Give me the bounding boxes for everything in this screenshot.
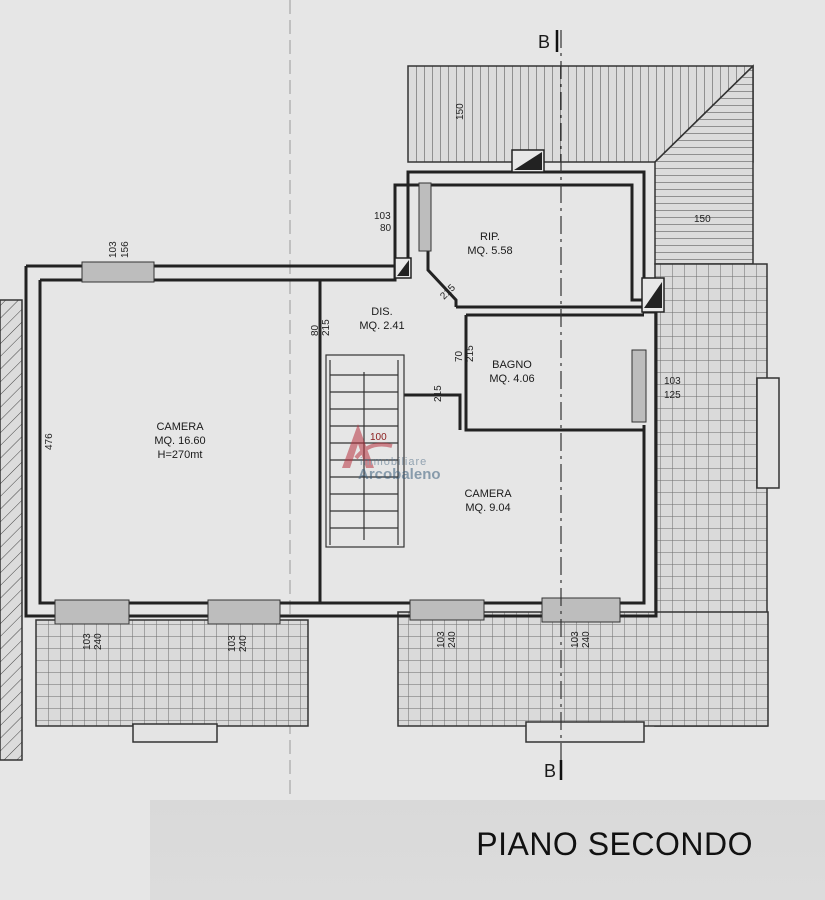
watermark-arc-icon <box>342 424 393 468</box>
room-bagno: BAGNO MQ. 4.06 <box>489 359 534 385</box>
terrace-bottom-right <box>397 611 769 727</box>
page-title: PIANO SECONDO <box>476 826 753 862</box>
svg-text:RIP.: RIP. <box>480 231 500 243</box>
planter-left <box>132 723 218 743</box>
svg-text:125: 125 <box>664 390 681 401</box>
svg-text:MQ. 2.41: MQ. 2.41 <box>359 320 404 332</box>
planter-right <box>525 721 645 743</box>
svg-text:476: 476 <box>44 433 55 450</box>
svg-text:MQ. 4.06: MQ. 4.06 <box>489 373 534 385</box>
svg-text:103: 103 <box>570 631 581 648</box>
svg-text:103: 103 <box>82 633 93 650</box>
svg-text:100: 100 <box>370 432 387 443</box>
section-marker-bottom: B <box>544 761 556 781</box>
dimension-labels: 103 156 103 80 103 125 150 150 80 215 70… <box>44 103 711 652</box>
terrace-bottom-left <box>35 619 309 727</box>
roof-upper <box>407 64 754 265</box>
svg-text:103: 103 <box>664 376 681 387</box>
room-camera-small: CAMERA MQ. 9.04 <box>464 488 512 514</box>
svg-text:215: 215 <box>465 345 476 362</box>
svg-text:CAMERA: CAMERA <box>156 421 204 433</box>
svg-text:215: 215 <box>433 385 444 402</box>
svg-text:240: 240 <box>581 631 592 648</box>
svg-text:BAGNO: BAGNO <box>492 359 532 371</box>
section-line <box>555 30 563 780</box>
section-marker-top: B <box>538 32 550 52</box>
svg-text:215: 215 <box>321 319 332 336</box>
svg-text:MQ. 5.58: MQ. 5.58 <box>467 245 512 257</box>
flue-icons <box>394 149 665 313</box>
watermark-line2: Arcobaleno <box>358 466 441 483</box>
svg-text:80: 80 <box>310 324 321 336</box>
room-rip: RIP. MQ. 5.58 <box>467 231 512 257</box>
svg-text:150: 150 <box>694 214 711 225</box>
svg-text:103: 103 <box>227 635 238 652</box>
room-camera-large: CAMERA MQ. 16.60 H=270mt <box>154 421 205 461</box>
svg-text:DIS.: DIS. <box>371 306 392 318</box>
watermark-logo: immobiliare Arcobaleno <box>336 418 536 498</box>
svg-text:103: 103 <box>108 241 119 258</box>
svg-text:240: 240 <box>238 635 249 652</box>
svg-text:103: 103 <box>436 631 447 648</box>
balcony-ledge <box>756 377 780 489</box>
neighbour-wall <box>0 299 23 761</box>
svg-text:70: 70 <box>454 350 465 362</box>
svg-text:MQ. 16.60: MQ. 16.60 <box>154 435 205 447</box>
svg-text:CAMERA: CAMERA <box>464 488 512 500</box>
svg-text:240: 240 <box>93 633 104 650</box>
svg-text:240: 240 <box>447 631 458 648</box>
room-dis: DIS. MQ. 2.41 <box>359 306 404 332</box>
footer-band: PIANO SECONDO <box>150 800 825 900</box>
svg-text:103: 103 <box>374 211 391 222</box>
svg-text:H=270mt: H=270mt <box>158 449 203 461</box>
svg-text:156: 156 <box>120 241 131 258</box>
windows <box>54 182 647 625</box>
watermark-line1: immobiliare <box>360 456 428 468</box>
svg-text:MQ. 9.04: MQ. 9.04 <box>465 502 510 514</box>
svg-text:80: 80 <box>380 223 392 234</box>
svg-text:150: 150 <box>455 103 466 120</box>
